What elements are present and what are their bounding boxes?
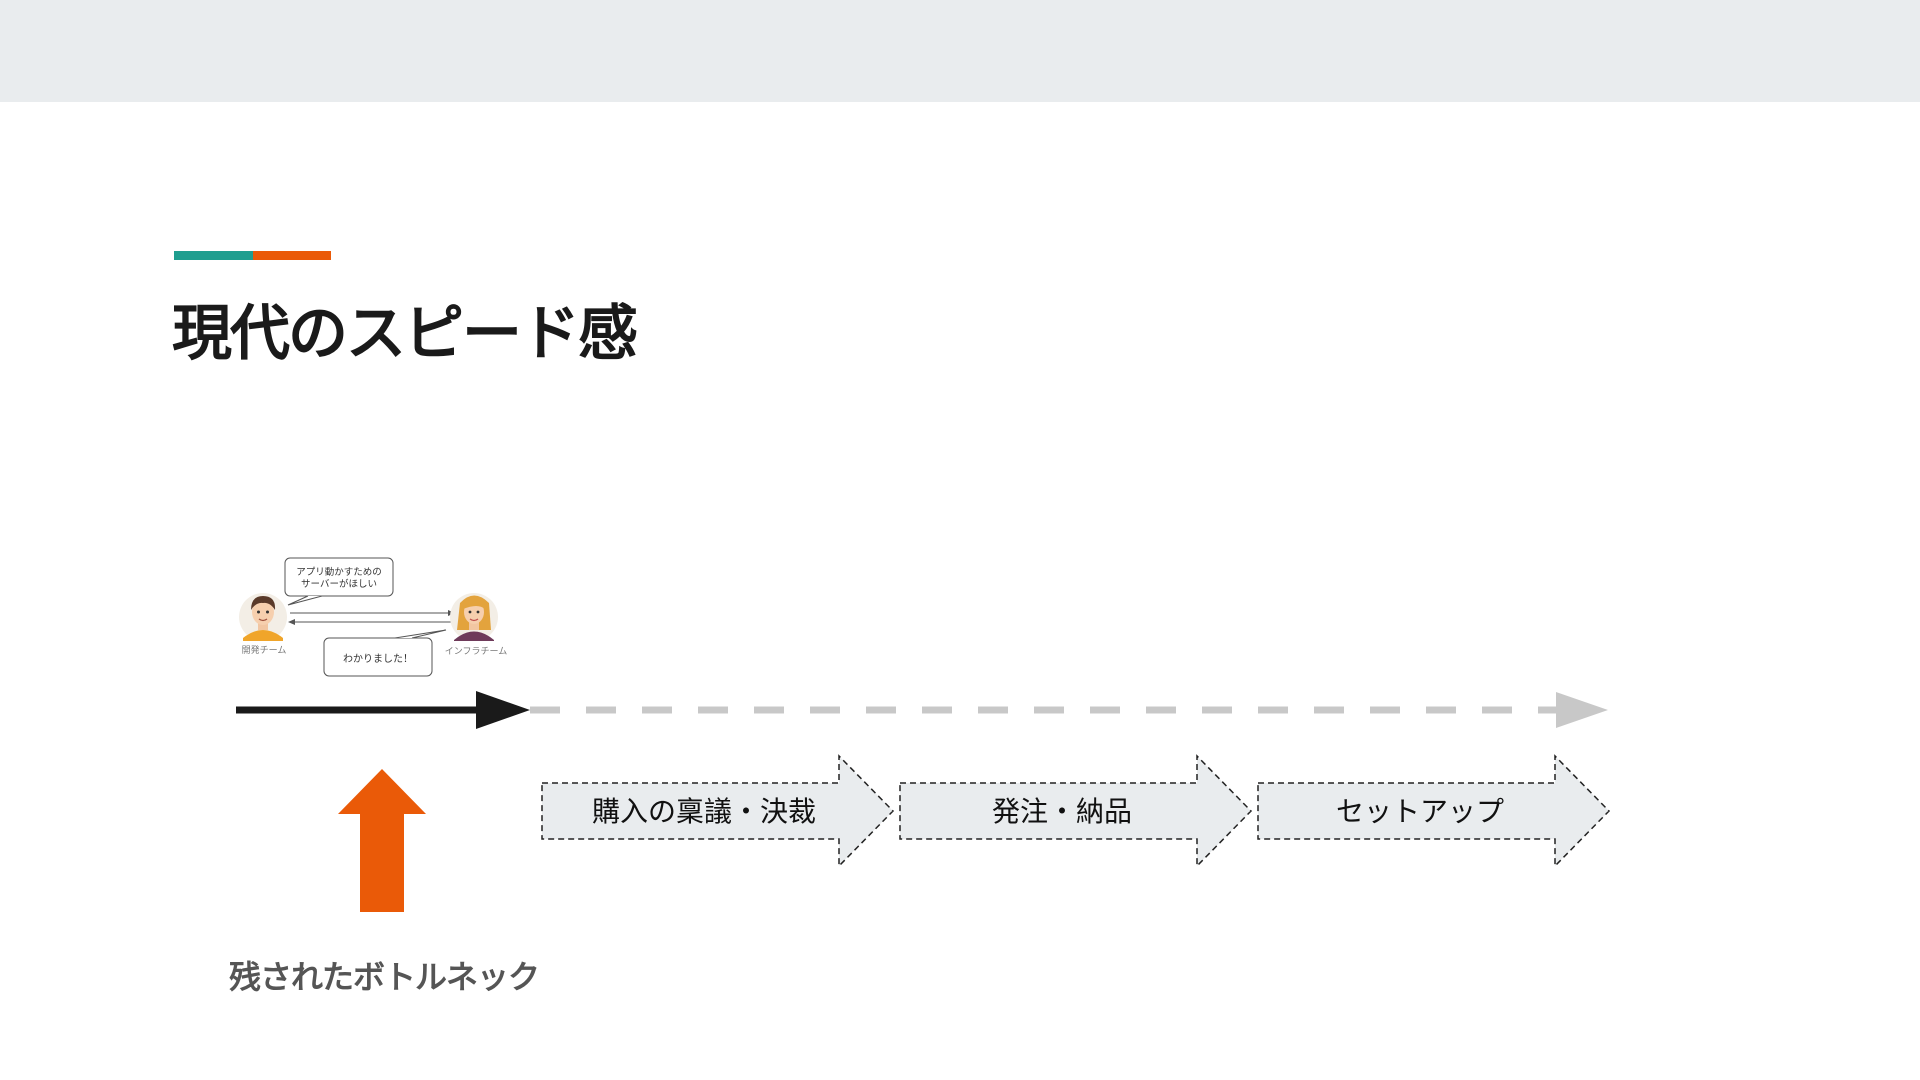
timeline-solid-arrow bbox=[236, 691, 530, 729]
process-step-2: 発注・納品 bbox=[899, 754, 1253, 868]
dev-team-label: 開発チーム bbox=[242, 644, 287, 656]
up-arrow-icon bbox=[338, 769, 426, 912]
process-step-1-label: 購入の稟議・決裁 bbox=[592, 795, 816, 828]
infra-team-label: インフラチーム bbox=[445, 646, 507, 657]
process-step-3-label: セットアップ bbox=[1336, 795, 1504, 828]
request-bubble-line2: サーバーがほしい bbox=[301, 578, 377, 590]
woman-avatar-icon bbox=[450, 593, 498, 641]
process-step-3: セットアップ bbox=[1257, 754, 1611, 868]
man-avatar-icon bbox=[239, 593, 287, 641]
accent-orange bbox=[252, 251, 331, 260]
page-title: 現代のスピード感 bbox=[172, 299, 638, 369]
header-band bbox=[0, 0, 1920, 102]
reply-speech-bubble: わかりました！ bbox=[323, 629, 447, 677]
process-step-2-label: 発注・納品 bbox=[992, 795, 1132, 828]
request-bubble-line1: アプリ動かすための bbox=[296, 567, 382, 578]
process-step-1: 購入の稟議・決裁 bbox=[541, 754, 895, 868]
conversation-arrows bbox=[288, 610, 455, 625]
title-accent-bar bbox=[174, 251, 331, 260]
reply-bubble-text: わかりました！ bbox=[343, 653, 413, 665]
timeline-dashed-arrow bbox=[530, 692, 1608, 728]
request-speech-bubble: アプリ動かすための サーバーがほしい bbox=[284, 557, 394, 606]
accent-teal bbox=[174, 251, 253, 260]
bottleneck-label: 残されたボトルネック bbox=[229, 958, 540, 996]
